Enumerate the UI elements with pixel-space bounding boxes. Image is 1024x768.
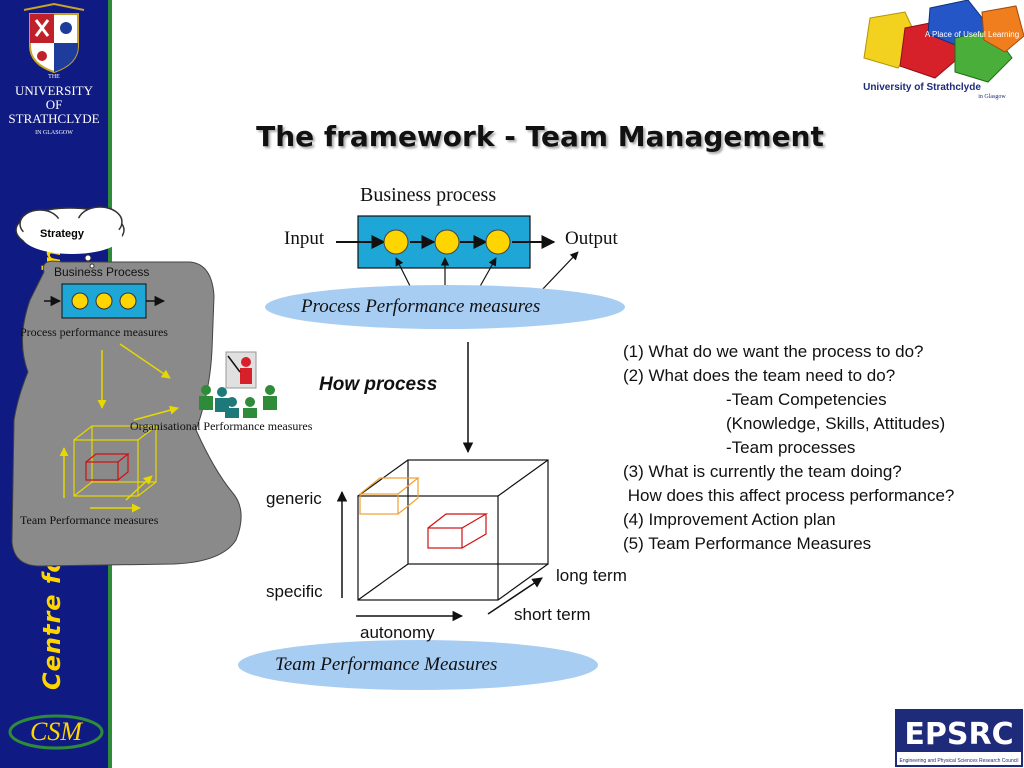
question-2-ksa: (Knowledge, Skills, Attitudes) [726,414,946,433]
question-3: (3) What is currently the team doing? [623,462,902,481]
strategy-cloud [15,206,125,269]
university-line-2: STRATHCLYDE [8,111,100,126]
short-term-label: short term [514,605,591,624]
epsrc-name: EPSRC [904,717,1013,752]
question-2-team-competencies: -Team Competencies [726,390,887,409]
small-cube-red-block [85,453,130,481]
university-line-3: IN GLASGOW [35,130,73,136]
small-process-node-2 [95,292,113,310]
question-1: (1) What do we want the process to do? [623,342,924,361]
organisational-performance-label: Organisational Performance measures [130,419,313,433]
strategy-label: Strategy [40,228,85,240]
question-4: (4) Improvement Action plan [623,510,836,529]
question-3-detail: How does this affect process performance… [623,486,955,505]
page-title: The framework - Team Management [256,120,824,153]
large-cube-orange-block [359,477,420,515]
process-measures-ellipse [265,285,625,329]
team-measures-ellipse [238,640,598,690]
specific-label: specific [266,582,323,601]
university-line-1: UNIVERSITY OF [15,83,93,112]
epsrc-full: Engineering and Physical Sciences Resear… [900,758,1019,764]
autonomy-label: autonomy [360,623,435,642]
process-performance-measures-label: Process Performance measures [301,296,541,317]
long-term-label: long term [556,566,627,585]
large-cube-red-block [427,513,489,549]
input-label: Input [284,228,325,249]
process-node-3 [485,229,511,255]
question-2-team-processes: -Team processes [726,438,856,457]
process-node-1 [383,229,409,255]
right-logo-name: University of Strathclyde [863,82,981,93]
question-2: (2) What does the team need to do? [623,366,896,385]
left-context-blob [11,260,242,567]
small-process-node-1 [71,292,89,310]
university-name-text: THE UNIVERSITY OF STRATHCLYDE IN GLASGOW [8,70,100,140]
team-people-icon [199,351,277,418]
right-logo-tagline: A Place of Useful Learning [925,30,1019,39]
large-cube [357,459,549,601]
team-performance-measures-label: Team Performance Measures [275,654,498,675]
epsrc-logo: EPSRC Engineering and Physical Sciences … [895,709,1023,767]
business-process-label: Business process [360,184,497,206]
question-5: (5) Team Performance Measures [623,534,872,553]
how-process-label: How process [319,374,438,395]
csm-logo: CSM [8,714,104,750]
csm-logo-text: CSM [30,717,83,746]
right-logo-city: in Glasgow [978,94,1006,100]
team-performance-small-label: Team Performance measures [20,513,159,527]
small-cube [73,425,157,497]
university-prefix: THE [48,74,60,80]
generic-label: generic [266,489,322,508]
output-label: Output [565,228,618,249]
strathclyde-shapes-logo: A Place of Useful Learning University of… [863,0,1024,100]
university-crest-logo [23,2,85,74]
process-performance-small-label: Process performance measures [20,325,168,339]
small-business-process-label: Business Process [54,265,150,279]
process-node-2 [434,229,460,255]
question-list: (1) What do we want the process to do? (… [623,340,954,556]
small-process-node-3 [119,292,137,310]
